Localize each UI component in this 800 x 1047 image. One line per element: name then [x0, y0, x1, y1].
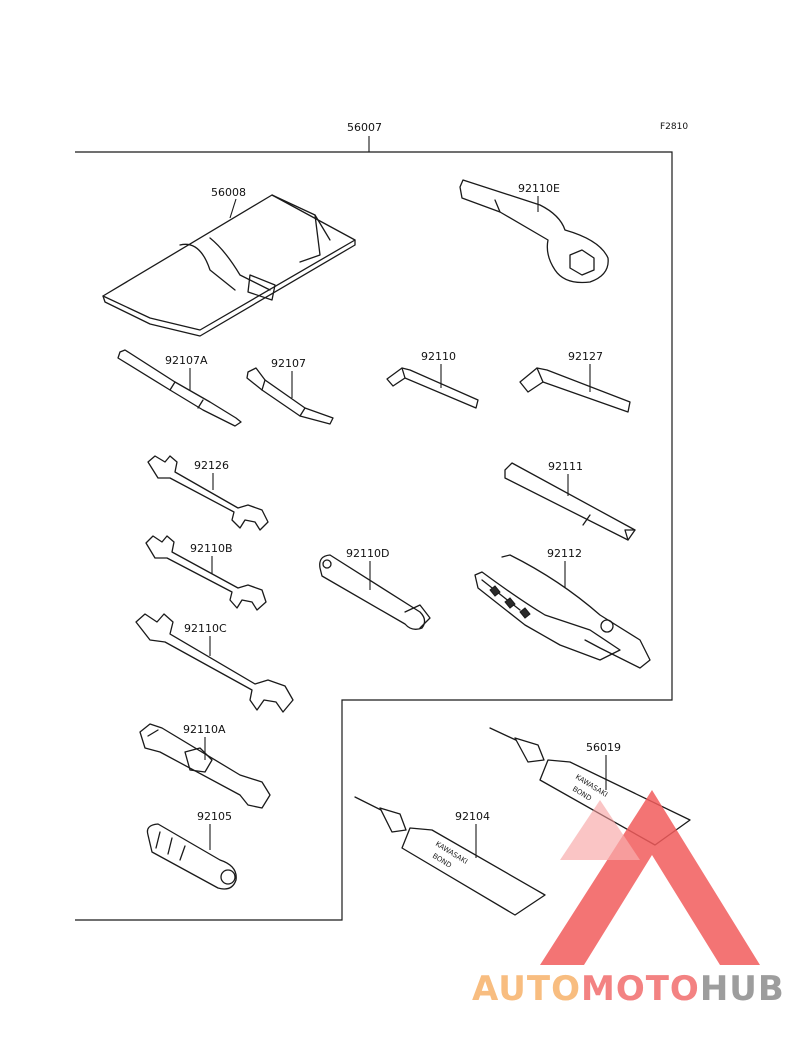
watermark-triangle-accent	[560, 800, 640, 860]
label-92110C[interactable]: 92110C	[184, 622, 227, 635]
label-92110E[interactable]: 92110E	[518, 182, 560, 195]
label-92127[interactable]: 92127	[568, 350, 603, 363]
watermark-text-hub: HUB	[700, 969, 785, 1009]
figure-code: F2810	[660, 122, 688, 132]
label-56007[interactable]: 56007	[347, 121, 382, 134]
tool-bag-56008[interactable]	[102, 194, 356, 337]
box-wrench-92110D[interactable]	[319, 554, 431, 630]
watermark-triangle-inner	[604, 860, 700, 945]
socket-wrench-92110A[interactable]	[139, 723, 271, 809]
watermark-logo: AUTOMOTOHUB	[472, 790, 785, 1009]
watermark-text-moto: MOTO	[581, 969, 700, 1009]
label-92104[interactable]: 92104	[455, 810, 490, 823]
label-56008[interactable]: 56008	[211, 186, 246, 199]
label-92110[interactable]: 92110	[421, 350, 456, 363]
hex-key-92110[interactable]	[386, 367, 479, 409]
label-92105[interactable]: 92105	[197, 810, 232, 823]
label-92107A[interactable]: 92107A	[165, 354, 208, 367]
bond-tube-92104[interactable]: KAWASAKI BOND	[354, 796, 546, 916]
label-92107[interactable]: 92107	[271, 357, 306, 370]
screwdriver-92107[interactable]	[246, 367, 334, 425]
leader-56008	[229, 198, 237, 219]
wrench-92110C[interactable]	[135, 613, 294, 713]
label-92110B[interactable]: 92110B	[190, 542, 233, 555]
pliers-92112[interactable]	[474, 554, 651, 669]
label-92112[interactable]: 92112	[547, 547, 582, 560]
watermark-triangle	[540, 790, 760, 965]
ring-wrench-92110E[interactable]	[459, 179, 609, 284]
handle-grip-92105[interactable]	[146, 823, 237, 890]
wrench-92126[interactable]	[147, 455, 269, 531]
wrench-92110B[interactable]	[145, 535, 267, 611]
extension-bar-92111[interactable]	[504, 462, 636, 541]
kit-frame	[75, 151, 673, 921]
watermark-text: AUTOMOTOHUB	[472, 969, 785, 1009]
watermark-text-auto: AUTO	[472, 969, 581, 1009]
label-92126[interactable]: 92126	[194, 459, 229, 472]
label-92110D[interactable]: 92110D	[346, 547, 389, 560]
label-92111[interactable]: 92111	[548, 460, 583, 473]
label-56019[interactable]: 56019	[586, 741, 621, 754]
hex-key-92127[interactable]	[519, 367, 631, 413]
screwdriver-92107A[interactable]	[117, 349, 242, 427]
label-92110A[interactable]: 92110A	[183, 723, 226, 736]
